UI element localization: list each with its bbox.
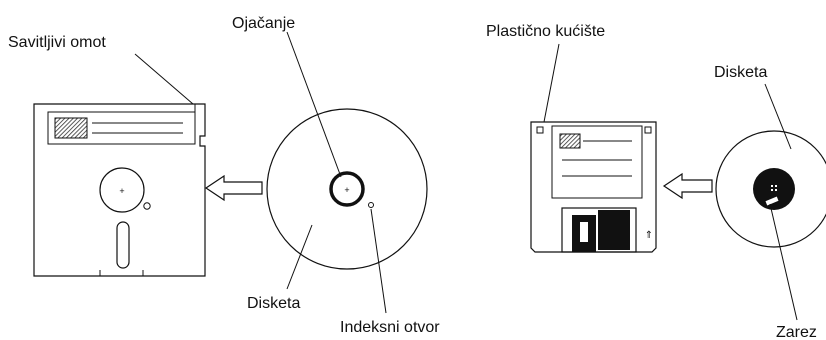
- disk-leader-right: [764, 83, 792, 150]
- index-hole-leader: [370, 208, 387, 314]
- arrow-left-1: [204, 174, 263, 202]
- shell-label: Plastično kućište: [486, 23, 605, 40]
- disk-label-left: Disketa: [247, 295, 300, 312]
- disk-3-5: [715, 130, 826, 248]
- shell-leader: [543, 43, 560, 123]
- label-hatch: [54, 117, 88, 139]
- disk-leader-left: [286, 224, 313, 290]
- floppy-5-25-jacket: +: [33, 103, 206, 277]
- disk-5-25: +: [266, 108, 428, 270]
- arrow-glyph: ⇑: [645, 230, 653, 241]
- jacket-leader: [134, 53, 194, 105]
- arrow-left-2: [662, 172, 713, 200]
- jacket-label: Savitljivi omot: [8, 34, 106, 51]
- index-hole-label: Indeksni otvor: [340, 319, 440, 336]
- svg-text:+: +: [344, 185, 349, 195]
- hub-ring-leader: [286, 31, 342, 178]
- floppy-3-5-shell: ⇑: [530, 121, 657, 253]
- disk-label-right: Disketa: [714, 64, 767, 81]
- hub-ring-label: Ojačanje: [232, 15, 295, 32]
- notch-leader: [769, 203, 798, 321]
- label-hatch-small: [559, 133, 581, 149]
- plus-mark: +: [119, 186, 124, 196]
- notch-label: Zarez: [776, 324, 817, 340]
